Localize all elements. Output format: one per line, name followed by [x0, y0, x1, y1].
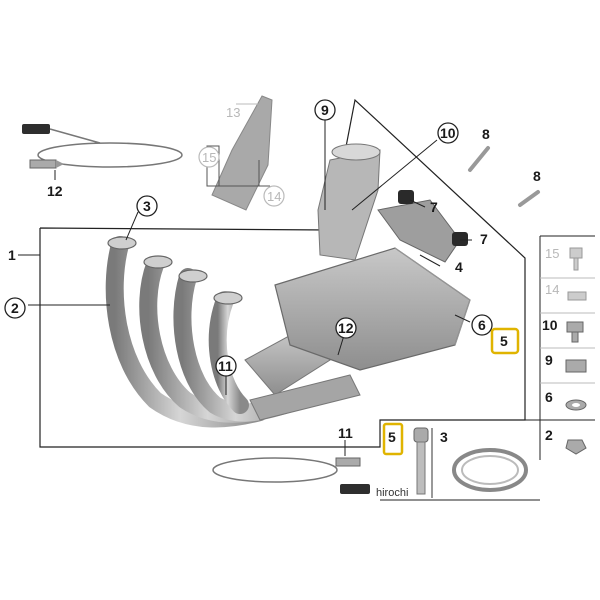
sidebar-label-15: 15	[545, 246, 559, 261]
heat-shield-13	[206, 95, 273, 211]
sidebar-label-2: 2	[545, 427, 553, 443]
label-12-sensor: 12	[47, 183, 63, 199]
label-8-right: 8	[533, 168, 541, 184]
oxygen-sensor-12	[22, 124, 183, 169]
bolt-5	[413, 427, 429, 495]
leader-lines	[18, 120, 472, 456]
label-12-main: 12	[338, 320, 354, 336]
silencer-body	[274, 247, 471, 371]
header-flanges	[107, 236, 243, 305]
label-3: 3	[143, 198, 151, 214]
label-5: 5	[500, 333, 508, 349]
label-13: 13	[226, 105, 240, 120]
grey-callouts	[198, 146, 285, 207]
label-7-top: 7	[430, 199, 438, 215]
outlet-pipe	[317, 143, 381, 261]
label-7-bottom: 7	[480, 231, 488, 247]
clamp-3-panel	[431, 428, 528, 498]
label-2: 2	[11, 300, 19, 316]
hardware-sidebar	[380, 235, 595, 501]
sidebar-label-9: 9	[545, 352, 553, 368]
label-15: 15	[202, 150, 216, 165]
oxygen-sensor-11	[212, 457, 370, 494]
label-4: 4	[455, 259, 463, 275]
label-1: 1	[8, 247, 16, 263]
label-9: 9	[321, 102, 329, 118]
bolts-8	[468, 146, 540, 207]
watermark: hirochi	[376, 487, 408, 499]
label-11-sensor: 11	[338, 425, 353, 441]
sidebar-label-10: 10	[542, 317, 558, 333]
sidebar-label-6: 6	[545, 389, 553, 405]
label-8-top: 8	[482, 126, 490, 142]
highlight-boxes	[382, 327, 520, 456]
label-6: 6	[478, 317, 486, 333]
label-3-clamp: 3	[440, 429, 448, 445]
label-10: 10	[440, 125, 456, 141]
label-11-main: 11	[218, 358, 233, 374]
label-14: 14	[267, 189, 281, 204]
sidebar-label-14: 14	[545, 282, 559, 297]
label-5-bolt: 5	[388, 429, 396, 445]
callout-circles	[4, 99, 493, 377]
